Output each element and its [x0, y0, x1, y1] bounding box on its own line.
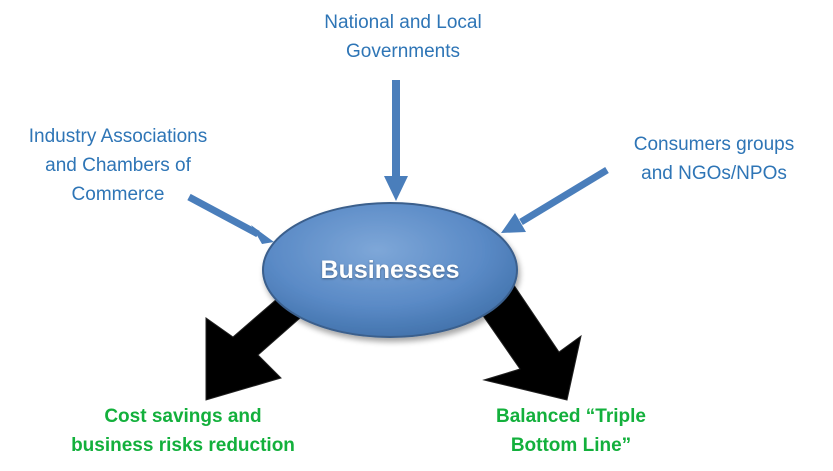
industry-label-line: Industry Associations: [28, 126, 208, 147]
industry-label-line: Commerce: [71, 184, 165, 205]
industry-label: Industry Associations and Chambers of Co…: [4, 122, 232, 209]
consumers-label-line: and NGOs/NPOs: [641, 163, 787, 184]
triple-bottom-line-label-line: Bottom Line”: [510, 435, 632, 456]
businesses-ellipse: [262, 202, 518, 338]
input-arrow-governments: [384, 80, 408, 201]
cost-savings-label-line: business risks reduction: [71, 435, 295, 456]
input-arrow-industry: [187, 193, 274, 244]
governments-label: National and Local Governments: [298, 8, 508, 66]
governments-label-line: Governments: [345, 41, 461, 62]
businesses-label: Businesses: [320, 256, 460, 284]
cost-savings-label: Cost savings and business risks reductio…: [52, 402, 314, 460]
consumers-label-line: Consumers groups: [633, 134, 795, 155]
triple-bottom-line-label-line: Balanced “Triple: [496, 406, 646, 427]
industry-label-line: and Chambers of: [45, 155, 191, 176]
input-arrow-consumers: [501, 167, 609, 233]
triple-bottom-line-label: Balanced “Triple Bottom Line”: [473, 402, 669, 460]
governments-label-line: National and Local: [324, 12, 482, 33]
cost-savings-label-line: Cost savings and: [104, 406, 262, 427]
consumers-label: Consumers groups and NGOs/NPOs: [608, 130, 820, 188]
